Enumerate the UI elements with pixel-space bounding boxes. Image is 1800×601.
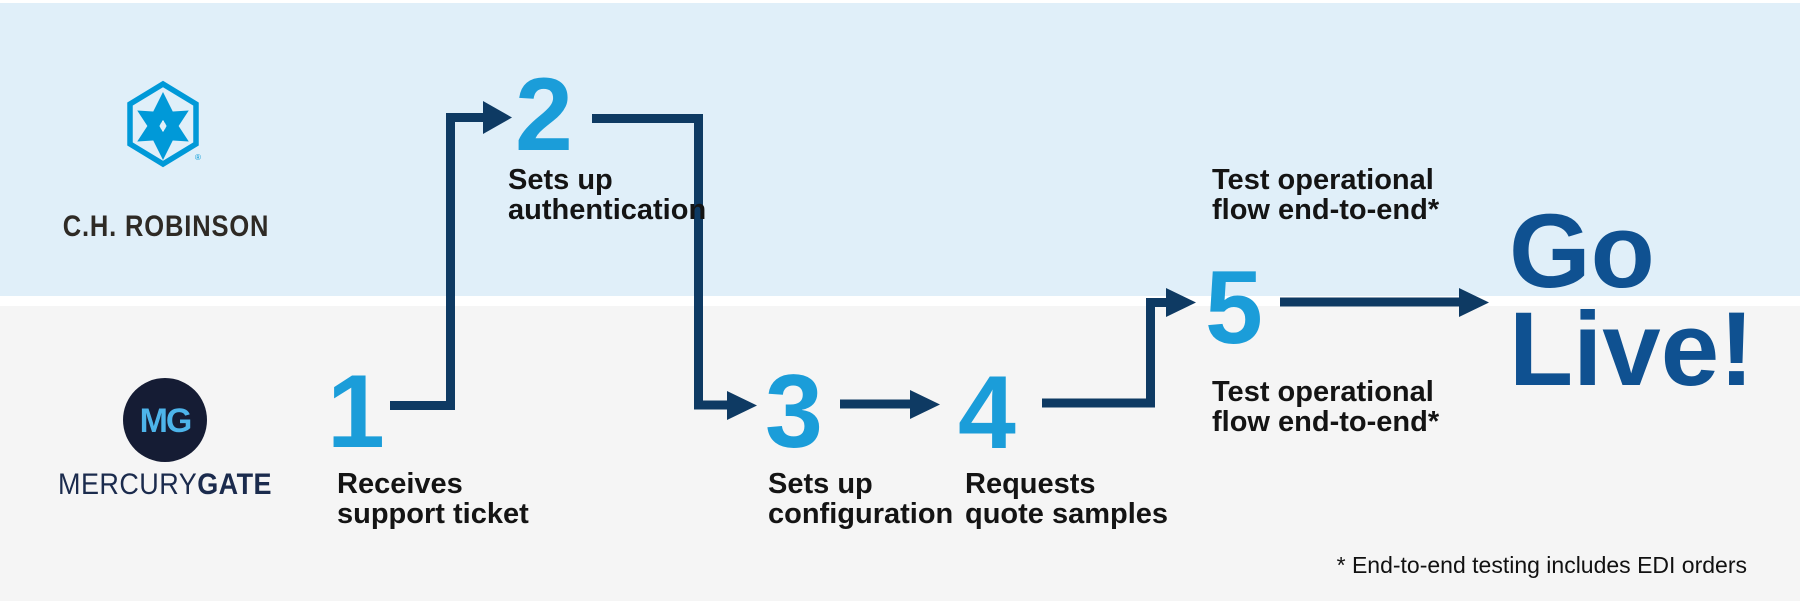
step-5-label-below-line1: Test operational: [1212, 376, 1434, 408]
step-2-label-line2: authentication: [508, 193, 707, 226]
arrowhead-into-step3-icon: [727, 391, 757, 420]
arrow-step4-to-step5: [1042, 298, 1167, 408]
step-3-number: 3: [765, 354, 823, 470]
chrobinson-lane-band: [0, 3, 1800, 296]
step-2-number: 2: [515, 57, 573, 173]
step-2-label-line1: Sets up: [508, 164, 613, 196]
go-live-line2: Live!: [1509, 291, 1755, 408]
step-5-label-above: Test operational flow end-to-end*: [1212, 164, 1440, 226]
arrowhead-into-golive-icon: [1459, 288, 1489, 317]
go-live-line1: Go: [1509, 193, 1655, 310]
mg-wordmark-gate: GATE: [197, 468, 272, 501]
arrowhead-into-step4-icon: [910, 390, 940, 419]
step-3-label: Sets up configuration: [768, 468, 954, 530]
step-5-label-above-line1: Test operational: [1212, 164, 1434, 196]
step-1-label-line1: Receives: [337, 468, 463, 500]
step-4-number: 4: [958, 355, 1016, 471]
chr-hexagon-arrows-icon: ®: [127, 80, 201, 168]
arrowhead-into-step5-icon: [1166, 288, 1196, 317]
svg-text:MG: MG: [140, 402, 191, 440]
step-5-label-above-line2: flow end-to-end*: [1212, 193, 1440, 226]
step-1-label: Receives support ticket: [337, 468, 529, 530]
step-4-label-line1: Requests: [965, 468, 1096, 500]
mercurygate-lane-band: [0, 306, 1800, 601]
step-5-label-below: Test operational flow end-to-end*: [1212, 376, 1440, 438]
mg-circle-monogram-icon: MG: [123, 378, 207, 462]
mg-wordmark-mercury: MERCURY: [58, 468, 198, 501]
step-3-label-line2: configuration: [768, 497, 954, 530]
step-3-label-line1: Sets up: [768, 468, 873, 500]
arrowhead-into-step2-icon: [483, 101, 512, 134]
step-4-label-line2: quote samples: [965, 497, 1169, 530]
step-2-label: Sets up authentication: [508, 164, 707, 226]
step-1-number: 1: [327, 354, 385, 470]
step-5-number: 5: [1205, 250, 1263, 366]
arrow-step2-to-step3: [592, 114, 728, 410]
step-4-label: Requests quote samples: [965, 468, 1169, 530]
mg-wordmark: MERCURYGATE: [48, 468, 282, 502]
arrow-step1-to-step2: [390, 113, 484, 410]
chr-wordmark: C.H. ROBINSON: [62, 210, 270, 243]
svg-text:®: ®: [195, 153, 201, 162]
footnote: * End-to-end testing includes EDI orders: [1336, 552, 1747, 578]
step-5-label-below-line2: flow end-to-end*: [1212, 405, 1440, 438]
step-1-label-line2: support ticket: [337, 497, 529, 530]
go-live-title: Go Live!: [1509, 193, 1755, 408]
